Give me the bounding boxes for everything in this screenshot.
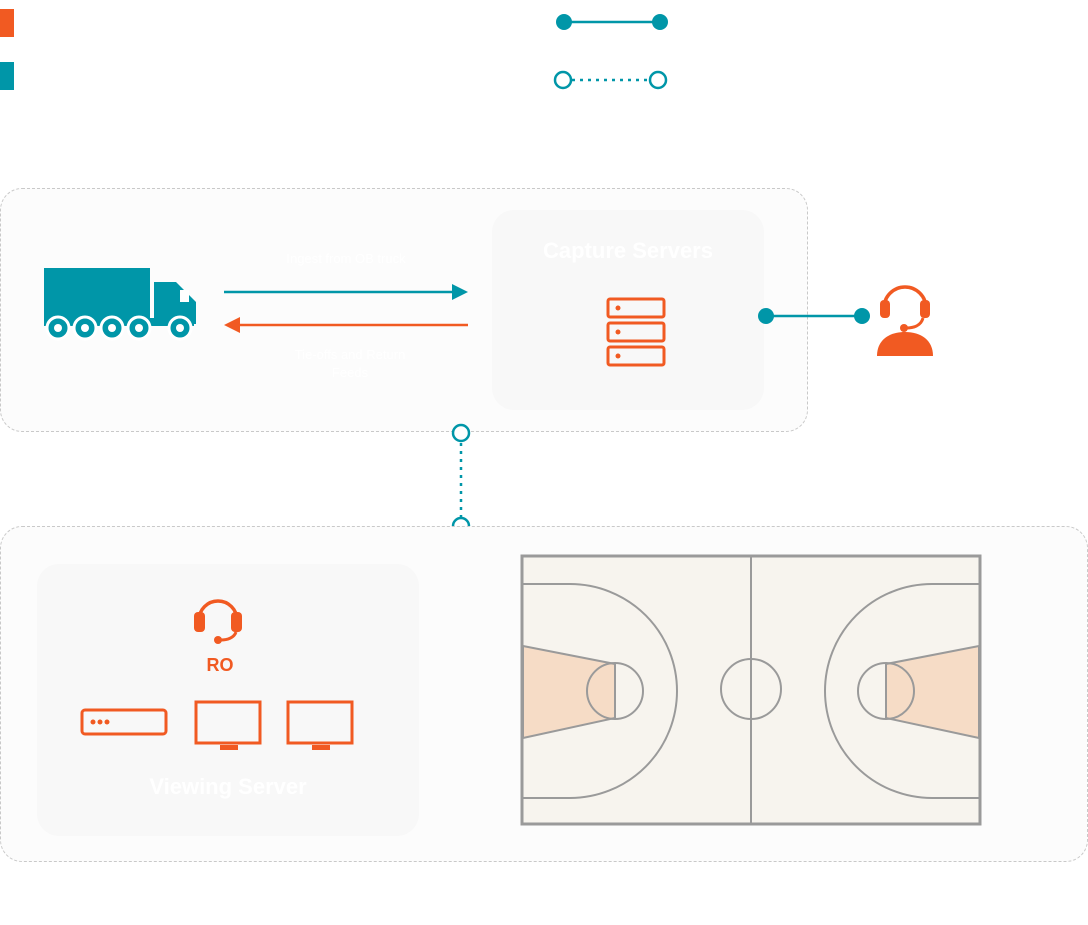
viewing-server-title: Viewing Server: [149, 774, 307, 799]
monitor-icon: [286, 700, 354, 750]
legend-swatch-orange: [0, 9, 14, 37]
server-unit-icon: [80, 708, 168, 736]
basketball-court-icon: [520, 554, 982, 826]
server-stack-icon: [606, 297, 666, 367]
arrow-left-icon: [224, 317, 468, 333]
operator-headset-icon: [877, 285, 933, 356]
legend-solid-connection-icon: [556, 14, 668, 30]
truck-icon: [44, 268, 196, 341]
solid-connection-icon: [758, 308, 870, 324]
viewing-server-box: [37, 564, 419, 836]
headset-icon: [194, 599, 242, 644]
monitor-icon: [194, 700, 262, 750]
legend-swatch-teal: [0, 62, 14, 90]
capture-servers-title: Capture Servers: [543, 238, 713, 263]
flow-label-to-servers: Ingest from OB truck: [286, 251, 406, 266]
arrow-right-icon: [224, 284, 468, 300]
ro-label: RO: [206, 655, 234, 675]
flow-label-to-truck: Tie-offs and Return Feeds: [294, 347, 406, 380]
capture-servers-box: [492, 210, 764, 410]
dotted-connection-icon: [451, 423, 471, 536]
legend-dotted-connection-icon: [553, 70, 668, 90]
